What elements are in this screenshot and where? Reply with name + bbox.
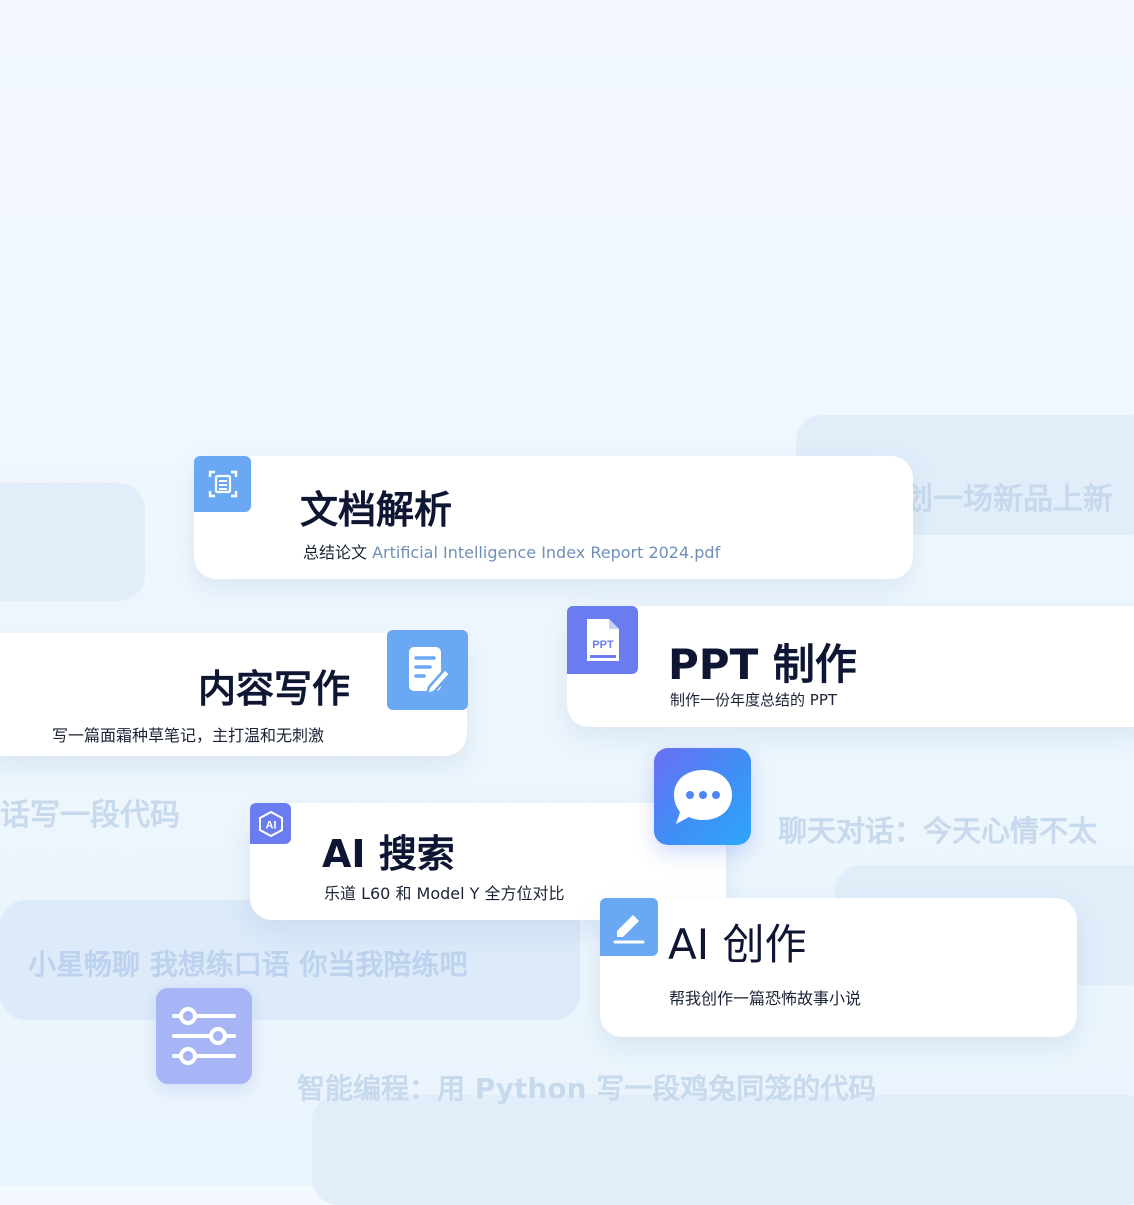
card-doc-filename: Artificial Intelligence Index Report 202… [372, 543, 721, 562]
bg-text-left-code: 话写一段代码 [0, 798, 180, 833]
card-create-subtitle: 帮我创作一篇恐怖故事小说 [669, 989, 862, 1008]
bg-panel-practice [0, 900, 580, 1020]
bg-text-practice: 小星畅聊 我想练口语 你当我陪练吧 [28, 948, 468, 981]
card-search-title: AI 搜索 [322, 832, 455, 876]
document-scan-icon [194, 456, 251, 512]
bg-text-coding: 智能编程：用 Python 写一段鸡兔同笼的代码 [297, 1072, 877, 1105]
bg-text-top-right: 划一场新品上新 [903, 482, 1113, 517]
bg-panel-left [0, 483, 145, 601]
pencil-icon [600, 898, 658, 956]
card-create-title: AI 创作 [668, 920, 807, 969]
chat-bubble-icon[interactable] [654, 748, 751, 845]
ai-badge-icon: AI [250, 803, 291, 844]
card-doc-title: 文档解析 [300, 488, 453, 532]
card-ppt-subtitle: 制作一份年度总结的 PPT [670, 691, 838, 709]
card-write-title: 内容写作 [198, 667, 351, 711]
card-doc-prefix: 总结论文 [303, 543, 368, 562]
bg-panel-bottom [312, 1095, 1134, 1205]
bg-text-chat: 聊天对话：今天心情不太 [778, 814, 1098, 848]
card-doc-subtitle: 总结论文 Artificial Intelligence Index Repor… [303, 539, 720, 563]
note-edit-icon [387, 630, 468, 710]
ppt-icon-label: PPT [592, 639, 614, 651]
card-write-subtitle: 写一篇面霜种草笔记，主打温和无刺激 [52, 726, 325, 745]
card-search-subtitle: 乐道 L60 和 Model Y 全方位对比 [324, 884, 565, 903]
ppt-file-icon: PPT [567, 606, 638, 674]
card-ai-create[interactable]: AI 创作 帮我创作一篇恐怖故事小说 [600, 898, 1077, 1037]
card-ppt[interactable]: PPT PPT 制作 制作一份年度总结的 PPT [567, 606, 1134, 727]
card-ppt-title: PPT 制作 [668, 640, 857, 689]
card-doc-parse[interactable]: 文档解析 总结论文 Artificial Intelligence Index … [194, 456, 913, 579]
sliders-icon[interactable] [156, 988, 252, 1084]
ai-icon-label: AI [265, 819, 276, 831]
